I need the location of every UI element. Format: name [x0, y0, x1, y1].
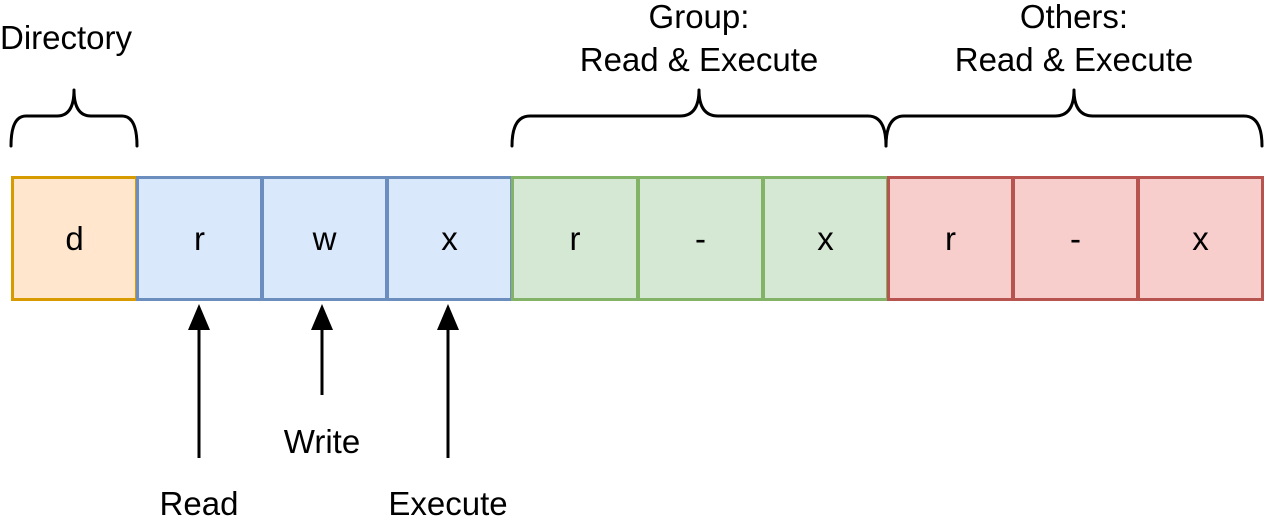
- permission-cell-user: x: [386, 176, 513, 301]
- read-label: Read: [159, 485, 239, 522]
- directory-label: Directory: [0, 19, 133, 56]
- permission-cell-user: w: [261, 176, 388, 301]
- group-title: Group:: [648, 0, 750, 35]
- directory-brace: [9, 88, 139, 148]
- group-brace: [510, 88, 888, 148]
- permission-cell-others: -: [1012, 176, 1139, 301]
- group-description: Read & Execute: [579, 41, 819, 78]
- execute-arrow-head: [437, 304, 459, 330]
- write-label: Write: [283, 423, 361, 460]
- permission-cell-group: r: [511, 176, 639, 301]
- others-description: Read & Execute: [954, 41, 1194, 78]
- permission-cell-others: r: [887, 176, 1014, 301]
- permission-cell-group: x: [762, 176, 889, 301]
- others-brace: [884, 88, 1264, 148]
- read-arrow-head: [188, 304, 210, 330]
- permission-cell-group: -: [637, 176, 764, 301]
- permission-cell-user: r: [136, 176, 263, 301]
- write-arrow-head: [311, 304, 333, 330]
- others-title: Others:: [1019, 0, 1129, 35]
- permission-cell-type: d: [11, 176, 138, 301]
- permission-cell-others: x: [1137, 176, 1264, 301]
- execute-label: Execute: [388, 485, 508, 522]
